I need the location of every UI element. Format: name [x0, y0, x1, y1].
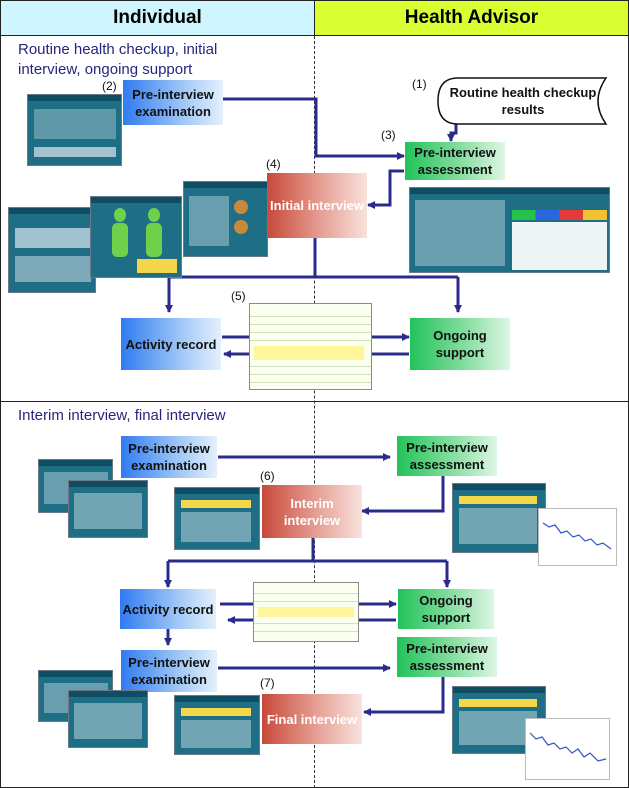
screenshot-body-model — [90, 196, 182, 278]
pre-interview-examination-box-3: Pre-interview examination — [121, 650, 217, 692]
initial-interview-box: Initial interview — [267, 173, 367, 238]
step-number-4: (4) — [266, 157, 281, 171]
section-title-top: Routine health checkup, initial intervie… — [18, 41, 218, 78]
lane-divider — [314, 36, 315, 788]
screenshot-individual-1 — [8, 207, 96, 293]
ongoing-support-box-1: Ongoing support — [410, 318, 510, 370]
screenshot-pre-exam-1 — [27, 94, 122, 166]
spreadsheet-activity-2 — [253, 582, 359, 642]
screenshot-assessment-2 — [452, 483, 546, 553]
screenshot-assessment-1 — [409, 187, 610, 273]
screenshot-final-interview — [174, 695, 260, 755]
activity-record-box-1: Activity record — [121, 318, 221, 370]
step-number-5: (5) — [231, 289, 246, 303]
screenshot-pre-exam-3b — [68, 690, 148, 748]
step-number-7: (7) — [260, 676, 275, 690]
screenshot-interim-interview — [174, 487, 260, 550]
final-interview-box: Final interview — [262, 694, 362, 744]
screenshot-initial-interview — [183, 181, 268, 257]
interim-interview-box: Interim interview — [262, 485, 362, 538]
step-number-1: (1) — [412, 77, 427, 91]
checkup-document-shape — [437, 77, 608, 125]
step-number-3: (3) — [381, 128, 396, 142]
header-individual: Individual — [0, 0, 315, 36]
screenshot-graph-1 — [538, 508, 617, 566]
pre-interview-examination-box-2: Pre-interview examination — [121, 436, 217, 478]
ongoing-support-box-2: Ongoing support — [398, 589, 494, 629]
header-health-advisor: Health Advisor — [314, 0, 629, 36]
screenshot-graph-2 — [525, 718, 610, 780]
checkup-results-box: Routine health checkup results — [449, 85, 597, 117]
activity-record-box-2: Activity record — [120, 589, 216, 629]
spreadsheet-activity-1 — [249, 303, 372, 390]
pre-interview-assessment-box-3: Pre-interview assessment — [397, 637, 497, 677]
step-number-2: (2) — [102, 79, 117, 93]
screenshot-pre-exam-2b — [68, 480, 148, 538]
section-title-bottom: Interim interview, final interview — [18, 407, 226, 424]
pre-interview-assessment-box-1: Pre-interview assessment — [405, 142, 505, 180]
step-number-6: (6) — [260, 469, 275, 483]
pre-interview-assessment-box-2: Pre-interview assessment — [397, 436, 497, 476]
pre-interview-examination-box-1: Pre-interview examination — [123, 80, 223, 125]
